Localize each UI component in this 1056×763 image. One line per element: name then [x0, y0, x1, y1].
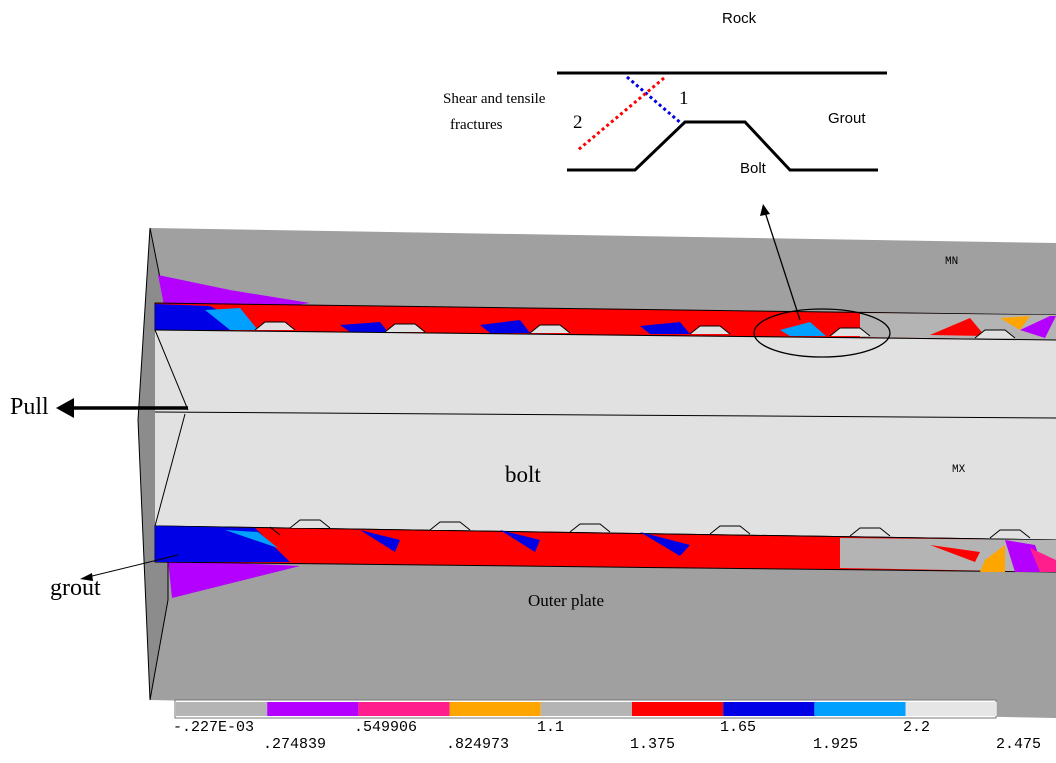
- grout-blue-top-2: [340, 322, 388, 332]
- bolt-profile: [567, 120, 878, 172]
- mx-label: MX: [952, 464, 966, 476]
- grout-label: grout: [50, 575, 101, 601]
- legend-label-top: -.227E-03: [173, 719, 255, 736]
- grout-corner-bottom: [168, 560, 300, 598]
- legend-label-bottom: .274839: [263, 736, 327, 753]
- inset-grout-label: Grout: [828, 110, 866, 127]
- grout-blue-top-4: [640, 322, 690, 334]
- fracture-label-line1: Shear and tensile: [443, 91, 546, 107]
- grout-blue-top-3: [480, 320, 530, 333]
- pointer-arrow: [764, 211, 801, 321]
- bolt-ribs-top: [254, 321, 1016, 339]
- legend-color-cell: [540, 702, 632, 716]
- legend-label-bottom: 1.925: [813, 736, 859, 753]
- grout-purple-right-top: [1020, 316, 1056, 338]
- bolt-label: bolt: [505, 462, 541, 487]
- bolt-body: [155, 330, 1056, 540]
- grout-blue-bottom-4: [640, 532, 690, 556]
- pointer-arrowhead: [760, 204, 770, 216]
- grout-blue-bottom-3: [500, 530, 540, 552]
- crack-1-label: 1: [679, 88, 689, 109]
- crack-2-label: 2: [573, 112, 583, 133]
- pull-arrowhead: [56, 398, 74, 418]
- legend-color-cell: [449, 702, 541, 716]
- legend-cells: [176, 702, 997, 716]
- highlight-ellipse: [753, 308, 891, 358]
- grout-orange-right-bottom: [980, 545, 1005, 572]
- legend-color-cell: [267, 702, 359, 716]
- crack-1-line: [626, 75, 683, 126]
- grout-blue-bottom-2: [360, 530, 400, 552]
- legend-color-cell: [905, 702, 997, 716]
- bolt-center-line: [154, 411, 1056, 419]
- legend-label-top: 1.1: [537, 719, 565, 736]
- bolt-ribs-bottom: [269, 519, 1031, 539]
- legend-color-cell: [723, 702, 815, 716]
- grout-cyan-bottom: [225, 530, 278, 548]
- legend-color-cell: [176, 702, 268, 716]
- grout-red-right-bottom: [930, 545, 980, 562]
- grout-arrow: [87, 554, 179, 578]
- inset-bolt-label: Bolt: [740, 160, 766, 177]
- legend-label-bottom: .824973: [446, 736, 510, 753]
- outer-plate-label: Outer plate: [528, 591, 604, 610]
- bolt-edge-top: [154, 329, 1056, 341]
- bolt-left-slant: [154, 329, 189, 411]
- grout-cyan-top: [205, 308, 258, 330]
- legend-label-top: 1.65: [720, 719, 757, 736]
- fracture-label-line2: fractures: [450, 117, 503, 133]
- grout-arrowhead: [80, 573, 93, 581]
- pull-label: Pull: [10, 394, 49, 420]
- grout-red-right-top: [930, 318, 985, 336]
- legend-color-cell: [814, 702, 906, 716]
- rock-label: Rock: [722, 10, 757, 27]
- grout-blue-top-5: [780, 322, 826, 336]
- legend-label-bottom: 2.475: [996, 736, 1042, 753]
- grout-magenta-right-bottom: [1030, 548, 1056, 572]
- legend-label-bottom: 1.375: [630, 736, 676, 753]
- legend-label-top: 2.2: [903, 719, 931, 736]
- bolt-left-slant-2: [154, 413, 186, 527]
- legend-label-top: .549906: [354, 719, 418, 736]
- grout-orange-right-top: [1000, 316, 1030, 330]
- grout-purple-right-bottom: [1005, 540, 1045, 572]
- legend-color-cell: [358, 702, 450, 716]
- legend-color-cell: [632, 702, 724, 716]
- mn-label: MN: [945, 256, 959, 268]
- crack-2-line: [577, 76, 665, 152]
